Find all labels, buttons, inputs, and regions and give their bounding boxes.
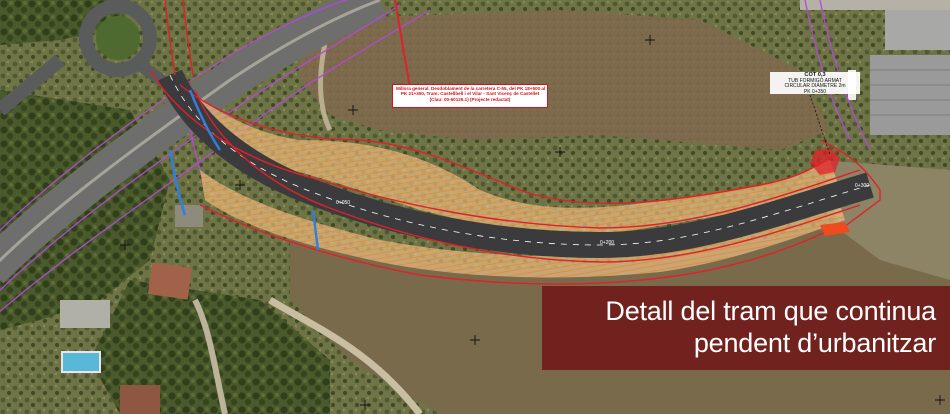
- caption-line-1: Detall del tram que continua: [605, 296, 936, 326]
- dirt-track-2: [192, 298, 228, 414]
- highway-median: [0, 0, 381, 263]
- pool: [61, 351, 101, 373]
- fill-area-upper: [180, 85, 840, 234]
- culvert-marker: [810, 148, 840, 175]
- warehouse-roof-2: [885, 10, 950, 50]
- roundabout-approach: [0, 54, 65, 116]
- project-outlines: [149, 0, 881, 285]
- culvert-label: COT 0,3 TUB FORMIGÓ ARMAT CIRCULAR DIÀME…: [770, 72, 860, 94]
- survey-crosses: [120, 35, 945, 410]
- industrial-yard: [800, 0, 950, 10]
- drainage-lines: [168, 89, 320, 251]
- cot-leader: [809, 94, 831, 156]
- culvert-label-line-2: CIRCULAR DIÀMETRE 2m: [784, 83, 846, 90]
- culvert-label-line-1: TUB FORMIGÓ ARMAT: [788, 77, 842, 84]
- roundabout-centre: [96, 16, 140, 60]
- house-1: [147, 262, 193, 300]
- culvert-label-title: COT 0,3: [804, 72, 826, 78]
- road-chainage-2: 0+200: [600, 240, 615, 246]
- callout-line-2: PK 21+350, Tram: Castellbell i el Vilar …: [400, 91, 540, 97]
- road-chainage-1: 0+050: [336, 200, 351, 206]
- dry-field: [300, 10, 830, 150]
- callout-leader: [394, 0, 411, 89]
- fill-area-lower: [200, 170, 845, 278]
- callout-line-3: (Clau: 00-60125.1) (Projecte redactat): [429, 96, 511, 102]
- project-callout: Millora general. Desdoblament de la carr…: [392, 84, 548, 108]
- house-2: [175, 205, 203, 227]
- house-3: [60, 300, 110, 328]
- warehouse-roof-1: [870, 55, 950, 135]
- callout-line-1: Millora general. Desdoblament de la carr…: [396, 86, 546, 91]
- dirt-track-1: [268, 296, 423, 414]
- road-chainage-3: 0+300: [855, 183, 870, 189]
- culvert-label-line-3: PK 0+350: [803, 88, 827, 95]
- caption-line-2: pendent d’urbanitzar: [693, 328, 936, 358]
- new-road-edge-marks: [169, 74, 871, 246]
- caption-banner: Detall del tram que continua pendent d’u…: [542, 286, 950, 370]
- roundabout-ring: [79, 0, 157, 77]
- house-4: [120, 385, 160, 414]
- culvert-apron: [820, 222, 850, 236]
